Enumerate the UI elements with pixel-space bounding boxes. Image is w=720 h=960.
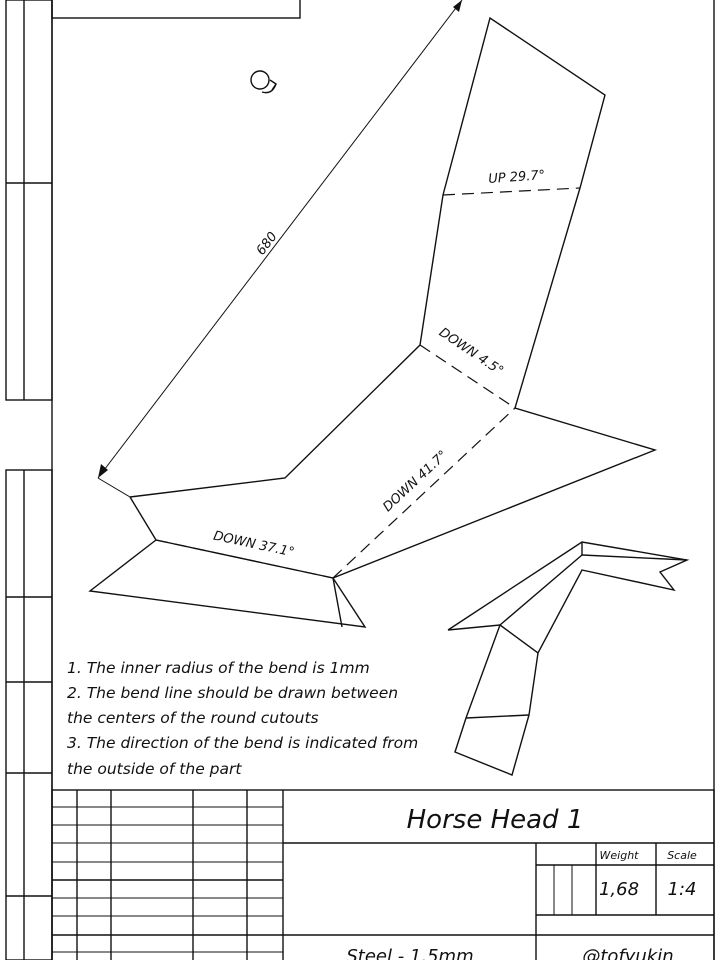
bend-lines — [155, 187, 581, 579]
note-line-1: 1. The inner radius of the bend is 1mm — [67, 659, 370, 677]
author-label: @tofyukin — [582, 946, 673, 960]
dimension-680: 680 — [97, 0, 463, 498]
note-line-2: 2. The bend line should be drawn between — [67, 684, 398, 702]
bend-label-up-29-7: UP 29.7° — [488, 168, 546, 187]
bend-label-down-41-7: DOWN 41.7° — [380, 448, 450, 515]
scale-header: Scale — [667, 849, 697, 862]
note-line-3: the centers of the round cutouts — [67, 709, 319, 727]
bend-label-down-37-1: DOWN 37.1° — [212, 529, 296, 561]
title-block: Horse Head 1 Weight Scale 1,68 1:4 Steel… — [51, 789, 715, 960]
bend-direction-icon — [250, 70, 277, 94]
part-main-outline — [88, 16, 658, 628]
bend-label-down-4-5: DOWN 4.5° — [436, 325, 506, 379]
part-3d-preview — [447, 541, 690, 776]
notes: 1. The inner radius of the bend is 1mm 2… — [67, 659, 418, 778]
material-label: Steel - 1.5mm — [346, 946, 473, 960]
weight-value: 1,68 — [599, 879, 639, 900]
note-line-4: 3. The direction of the bend is indicate… — [67, 734, 418, 752]
note-line-5: the outside of the part — [67, 760, 242, 778]
scale-value: 1:4 — [668, 879, 697, 900]
drawing-title: Horse Head 1 — [407, 805, 584, 835]
sheet-frame — [5, 0, 715, 960]
weight-header: Weight — [600, 849, 640, 862]
